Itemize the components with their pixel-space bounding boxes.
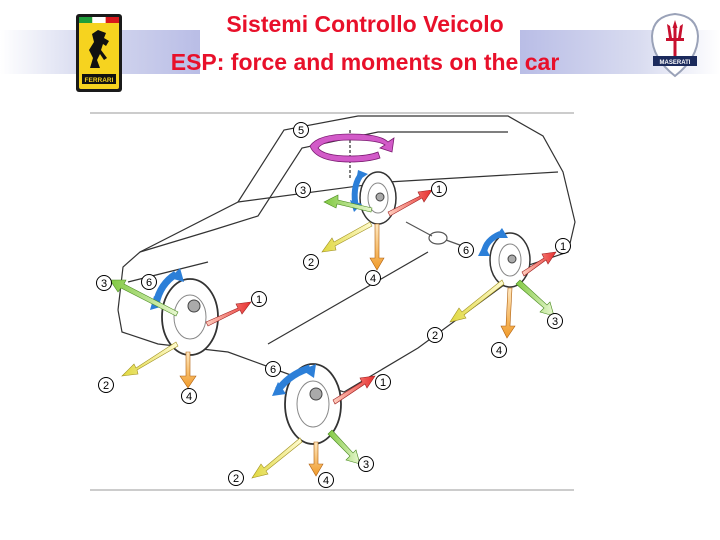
labels-front-right: 6 1 3 2 4: [228, 361, 391, 488]
label-rr-one: 1: [560, 241, 566, 253]
labels-rear-right: 1 6 3 2 4: [427, 238, 571, 358]
force-arrows-rear-right: [449, 251, 557, 339]
steering-link: [405, 221, 469, 249]
wheel-rear-right: [489, 232, 531, 288]
labels-front-left: 3 6 1 2 4: [96, 274, 267, 404]
ferrari-prancing-horse-icon: [89, 30, 109, 68]
label-fr-six: 6: [270, 364, 276, 376]
maserati-logo: MASERATI: [650, 12, 700, 78]
label-rr-three: 3: [552, 316, 558, 328]
label-fl-four: 4: [186, 391, 192, 403]
esp-forces-diagram: 5 1 3 2 4 1 6 3 2 4 3 6 1 2 4 6 1 3 2 4: [90, 112, 576, 491]
label-rl-three: 3: [300, 185, 306, 197]
page-title: Sistemi Controllo Veicolo: [226, 11, 504, 37]
svg-text:5: 5: [298, 125, 304, 137]
ferrari-logo: FERRARI: [76, 14, 122, 92]
force-arrows-front-right: [251, 375, 376, 479]
force-arrows-rear-left: [321, 189, 433, 271]
wheel-front-left: [161, 278, 219, 356]
moment-arrow-front-right: [272, 364, 316, 396]
label-fr-two: 2: [233, 473, 239, 485]
force-arrows-front-left: [109, 279, 252, 389]
label-fl-three: 3: [101, 278, 107, 290]
label-fl-six: 6: [146, 277, 152, 289]
label-rl-two: 2: [308, 257, 314, 269]
label-rr-six: 6: [463, 245, 469, 257]
maserati-trident-icon: [666, 20, 684, 56]
label-five: 5: [293, 122, 309, 138]
label-rl-four: 4: [370, 273, 376, 285]
label-rr-two: 2: [432, 330, 438, 342]
label-fr-one: 1: [380, 377, 386, 389]
ferrari-logo-text: FERRARI: [85, 77, 114, 84]
label-fl-one: 1: [256, 294, 262, 306]
wheel-rear-left: [359, 171, 397, 225]
yaw-moment-arrow: [309, 130, 395, 180]
label-fr-three: 3: [363, 459, 369, 471]
label-fr-four: 4: [323, 475, 329, 487]
maserati-logo-text: MASERATI: [660, 60, 691, 66]
moment-arrow-rear-right: [478, 228, 508, 256]
label-fl-two: 2: [103, 380, 109, 392]
wheel-front-right: [284, 363, 342, 445]
labels-rear-left: 1 3 2 4: [295, 181, 447, 286]
label-rr-four: 4: [496, 345, 502, 357]
label-rl-one: 1: [436, 184, 442, 196]
page-subtitle: ESP: force and moments on the car: [170, 49, 560, 75]
